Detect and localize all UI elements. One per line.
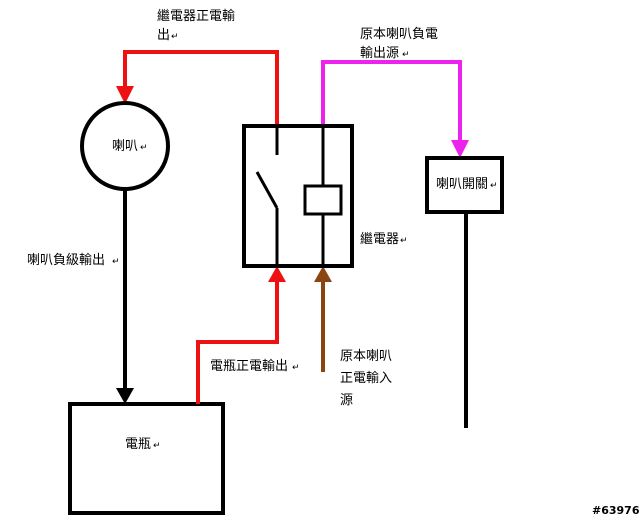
arrowhead-to-switch	[451, 140, 469, 158]
label-horn-switch: 喇叭開關	[436, 177, 488, 192]
para-mark: ↵	[400, 236, 408, 246]
label-horn-neg-src-2: 輸出源	[360, 46, 399, 61]
horn-circle	[80, 101, 170, 191]
watermark: #63976	[592, 504, 640, 517]
para-mark: ↵	[490, 181, 498, 191]
label-horn-pos-in-2: 正電輸入	[340, 371, 392, 386]
para-mark: ↵	[112, 257, 120, 267]
relay-to-switch-wire	[321, 60, 462, 148]
relay-to-horn-wire	[123, 50, 279, 126]
label-battery: 電瓶	[125, 437, 151, 452]
para-mark: ↵	[140, 143, 148, 153]
label-battery-pos-out: 電瓶正電輸出	[210, 359, 288, 374]
battery-box	[68, 402, 225, 515]
label-relay-pos-out-2: 出	[157, 28, 170, 43]
arrowhead-to-battery	[116, 388, 134, 404]
label-relay-pos-out-1: 繼電器正電輸	[157, 9, 235, 24]
para-mark: ↵	[402, 50, 410, 60]
label-horn-pos-in-3: 源	[340, 393, 353, 408]
label-horn-neg-out: 喇叭負級輸出	[27, 253, 105, 268]
battery-to-relay-wire	[196, 282, 279, 404]
relay-coil	[303, 184, 343, 216]
label-horn: 喇叭	[112, 139, 138, 154]
arrowhead-to-relay	[268, 266, 286, 282]
arrowhead-to-horn	[116, 86, 134, 104]
label-horn-pos-in-1: 原本喇叭	[340, 349, 392, 364]
para-mark: ↵	[153, 441, 161, 451]
relay-contact-arm	[255, 171, 279, 209]
para-mark: ↵	[292, 363, 300, 373]
label-horn-neg-src-1: 原本喇叭負電	[360, 27, 438, 42]
para-mark: ↵	[171, 32, 179, 42]
arrowhead-brown	[314, 266, 332, 282]
label-relay: 繼電器	[360, 232, 399, 247]
